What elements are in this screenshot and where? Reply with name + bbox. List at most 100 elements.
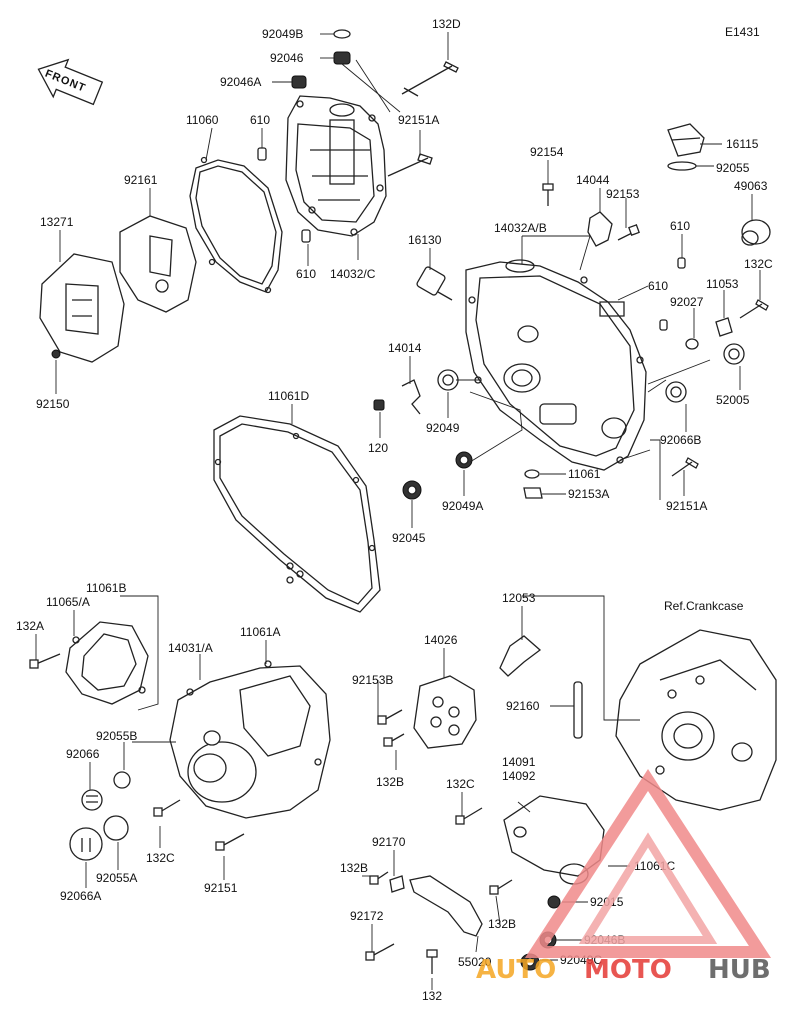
label-92027: 92027 — [670, 295, 704, 309]
dowel-pin-610-a — [257, 147, 267, 161]
label-11065a: 11065/A — [46, 595, 90, 609]
label-11061b: 11061B — [86, 581, 126, 595]
label-92151a-top: 92151A — [398, 113, 439, 127]
screw-92150 — [51, 349, 61, 359]
label-92046: 92046 — [270, 51, 304, 65]
bracket-12053 — [499, 635, 542, 677]
bolt-92153 — [617, 224, 640, 241]
plate-13271 — [39, 253, 125, 363]
label-11060: 11060 — [186, 113, 219, 127]
seal-92049 — [437, 369, 459, 391]
label-610-b: 610 — [296, 267, 316, 281]
label-132c-mid: 132C — [146, 851, 175, 865]
cover-14032ab — [465, 259, 647, 471]
bolt-132c-mid — [153, 799, 181, 817]
oil-cap-16115 — [667, 123, 705, 157]
label-610-d: 610 — [648, 279, 668, 293]
plug-92066 — [81, 789, 103, 811]
dowel-pin-610-d — [659, 319, 668, 331]
bolt-132c-top — [739, 299, 769, 319]
part-92170 — [389, 875, 405, 893]
bolt-132b-a — [383, 733, 405, 747]
clip-14014 — [401, 379, 421, 415]
label-16130: 16130 — [408, 233, 442, 247]
watermark-logo: AUTO MOTO HUB — [476, 769, 772, 985]
label-14091: 14091 — [502, 755, 536, 769]
figure-code: E1431 — [725, 25, 760, 39]
label-92172: 92172 — [350, 909, 384, 923]
label-92049b: 92049B — [262, 27, 303, 41]
gasket-11060 — [189, 159, 283, 293]
oring-92055b — [113, 771, 131, 789]
cap-49063 — [741, 219, 771, 246]
seal-92049a — [455, 451, 473, 469]
label-92046a: 92046A — [220, 75, 261, 89]
cover-14026 — [413, 675, 477, 749]
bolt-92154 — [542, 183, 554, 206]
label-92049a: 92049A — [442, 499, 483, 513]
label-52005: 52005 — [716, 393, 750, 407]
label-120: 120 — [368, 441, 388, 455]
dowel-pin-610-b — [301, 229, 311, 243]
leader-lines — [35, 32, 761, 990]
label-55020: 55020 — [458, 955, 492, 969]
label-92153b: 92153B — [352, 673, 393, 687]
washer-11061 — [524, 469, 540, 479]
label-92160: 92160 — [506, 699, 540, 713]
label-92049: 92049 — [426, 421, 460, 435]
label-14014: 14014 — [388, 341, 422, 355]
bolt-92151a-top — [387, 153, 433, 177]
label-16115: 16115 — [726, 137, 759, 151]
crankcase — [615, 629, 777, 811]
label-49063: 49063 — [734, 179, 768, 193]
label-92154: 92154 — [530, 145, 564, 159]
label-92055b: 92055B — [96, 729, 137, 743]
cover-11065a — [65, 621, 149, 705]
part-labels: 92049B 92046 92046A 132D 11060 610 92151… — [16, 17, 773, 1003]
label-132: 132 — [422, 989, 442, 1003]
label-92066: 92066 — [66, 747, 100, 761]
gasket-11061d — [213, 415, 381, 613]
label-132c-low: 132C — [446, 777, 475, 791]
bolt-132b-b — [489, 879, 513, 895]
bracket-14044 — [587, 211, 613, 247]
label-11061: 11061 — [568, 467, 601, 481]
label-14032c: 14032/C — [330, 267, 376, 281]
label-132b-b: 132B — [340, 861, 368, 875]
label-11053: 11053 — [706, 277, 739, 291]
dowel-pin-610-c — [677, 257, 686, 269]
label-14092: 14092 — [502, 769, 536, 783]
label-14032ab: 14032A/B — [494, 221, 547, 235]
washer-92049b — [333, 29, 351, 39]
part-92015 — [547, 895, 561, 909]
label-14031a: 14031/A — [168, 641, 213, 655]
label-92066a: 92066A — [60, 889, 101, 903]
label-610-c: 610 — [670, 219, 690, 233]
watermark-part1: AUTO — [476, 955, 556, 985]
bolt-92153a — [523, 487, 543, 499]
bolt-92153b — [377, 709, 403, 725]
bolt-132d — [401, 61, 459, 97]
ring-92066b — [665, 381, 687, 403]
label-11061a: 11061A — [240, 625, 280, 639]
plug-92066a — [69, 827, 103, 861]
label-92066b: 92066B — [660, 433, 701, 447]
label-132b-c: 132B — [488, 917, 516, 931]
ring-52005 — [723, 343, 745, 365]
front-arrow-icon: FRONT — [37, 58, 104, 106]
part-16130 — [416, 266, 453, 301]
label-14044: 14044 — [576, 173, 610, 187]
bolt-132 — [426, 949, 438, 974]
label-92150: 92150 — [36, 397, 70, 411]
label-132d: 132D — [432, 17, 461, 31]
bolt-120 — [373, 399, 385, 411]
seal-92045 — [402, 480, 422, 500]
triangle-logo-icon — [524, 769, 772, 958]
cap-92046a — [291, 75, 307, 89]
oring-92055a — [103, 815, 129, 841]
watermark-part3: HUB — [708, 955, 771, 985]
bolt-132c-low — [455, 807, 483, 825]
bolt-92151 — [215, 833, 245, 851]
cover-14031a — [169, 660, 331, 819]
label-92151a-right: 92151A — [666, 499, 707, 513]
